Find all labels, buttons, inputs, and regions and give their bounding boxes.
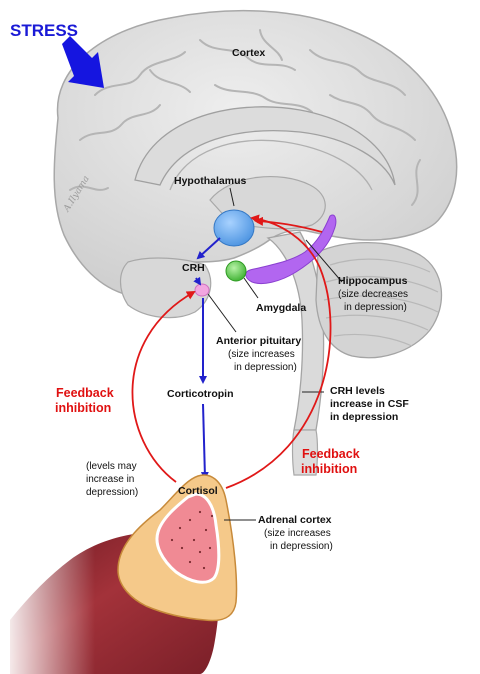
amygdala-label: Amygdala [256, 302, 306, 314]
cortisol-note-1: (levels may [86, 461, 137, 472]
cortisol-note-3: depression) [86, 487, 138, 498]
crh-levels-line-2: increase in CSF [330, 398, 409, 410]
feedback-right-line-1: Feedback [302, 447, 360, 461]
hypothalamus-to-crh-arrow [196, 237, 221, 260]
cortisol-note-2: increase in [86, 474, 134, 485]
stress-label: STRESS [10, 21, 78, 40]
adrenal-cortex-label: Adrenal cortex [258, 514, 332, 526]
crh-levels-line-3: in depression [330, 411, 398, 423]
hippocampus-leader [305, 239, 343, 283]
stress-arrow [62, 36, 104, 88]
hippocampus-note-1: (size decreases [338, 289, 408, 300]
pituitary-leader [207, 293, 237, 333]
feedback-left-line-2: inhibition [55, 401, 111, 415]
feedback-right-line-2: inhibition [301, 462, 357, 476]
cerebellum [315, 242, 443, 359]
kidney-fade [0, 520, 95, 674]
feedback-arrow-to-hypothalamus [225, 214, 332, 489]
adrenal-medulla [155, 492, 221, 584]
corticotropin-to-cortisol-arrow [200, 403, 209, 480]
crh-label: CRH [182, 262, 205, 274]
anterior-pituitary [194, 283, 210, 297]
anterior-pituitary-note-2: in depression) [234, 362, 297, 373]
amygdala [225, 260, 247, 282]
feedback-arrow-to-pituitary [131, 291, 196, 483]
corticotropin-label: Corticotropin [167, 388, 234, 400]
hypothalamus [213, 209, 255, 247]
cortisol-label: Cortisol [178, 485, 218, 497]
spinal-cord [291, 429, 319, 476]
anterior-pituitary-label: Anterior pituitary [216, 335, 301, 347]
cortex-label: Cortex [232, 47, 265, 59]
cerebellum-folds [323, 258, 439, 347]
feedback-left-line-1: Feedback [56, 386, 114, 400]
hippocampus [245, 214, 337, 285]
amygdala-leader [243, 277, 259, 299]
anterior-pituitary-note-1: (size increases [228, 349, 295, 360]
temporal-lobe [119, 257, 212, 319]
hypothalamus-leader [229, 187, 235, 207]
hippocampus-label: Hippocampus [338, 275, 408, 287]
feedback-arrow-hippocampus-to-hypothalamus [254, 216, 323, 233]
brain [53, 10, 458, 476]
adrenal-cortex-note-1: (size increases [264, 528, 331, 539]
corpus-callosum [134, 106, 396, 186]
medulla-dots [170, 510, 214, 570]
hippocampus-note-2: in depression) [344, 302, 407, 313]
crh-to-pituitary-arrow [193, 276, 202, 286]
adrenal-cortex-note-2: in depression) [270, 541, 333, 552]
cortical-folds [69, 29, 421, 206]
crh-levels-line-1: CRH levels [330, 385, 385, 397]
hypothalamus-label: Hypothalamus [174, 175, 247, 187]
